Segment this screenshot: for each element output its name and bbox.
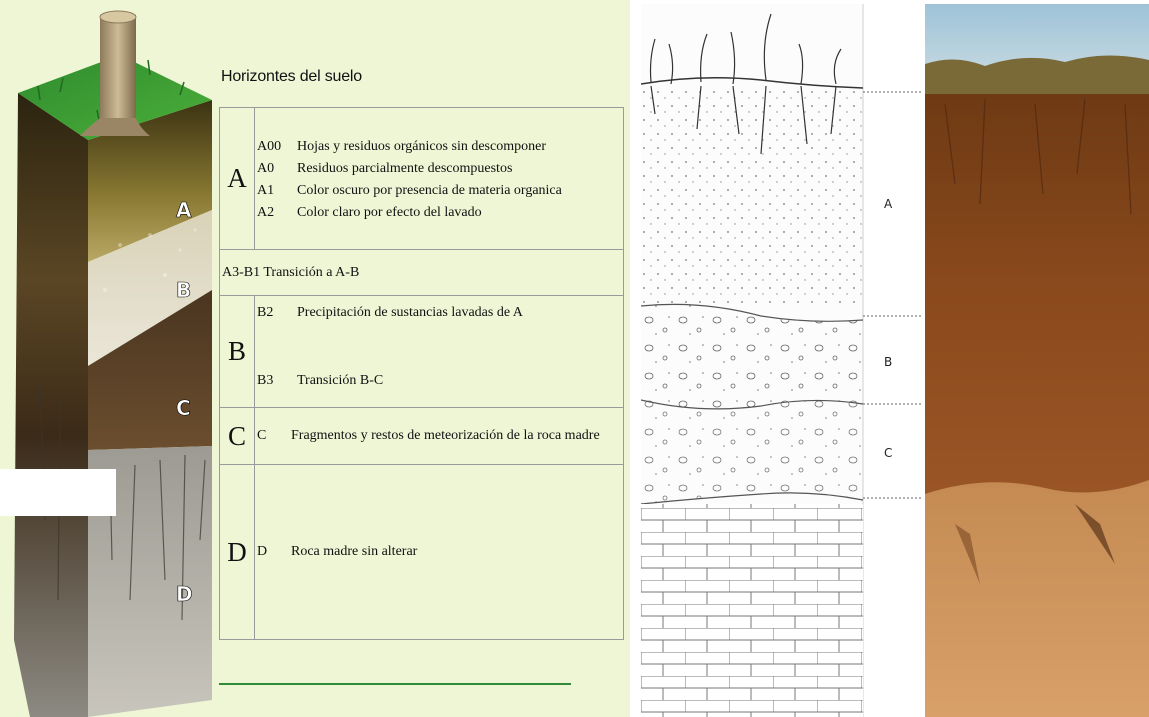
profile-label-c: C: [884, 446, 893, 460]
block-label-c: C: [176, 396, 191, 420]
soil-profile-drawing: [641, 4, 922, 717]
divider-line: [219, 683, 571, 685]
group-letter-c: C: [219, 407, 255, 465]
group-letter-d: D: [219, 464, 255, 640]
block-label-a: A: [176, 198, 192, 222]
soil-photo: [925, 4, 1149, 717]
block-label-d: D: [176, 582, 193, 606]
profile-label-b: B: [884, 355, 893, 369]
table-title: Horizontes del suelo: [221, 68, 362, 85]
transition-entry: A3-B1 Transición a A-B: [219, 249, 624, 296]
group-letter-a: A: [219, 107, 255, 250]
group-letter-b: B: [219, 295, 255, 408]
soil-photo-image: [925, 4, 1149, 717]
profile-label-a: A: [884, 197, 893, 211]
transition-row: A3-B1 Transición a A-B: [219, 249, 624, 296]
blank-overlay: [0, 469, 116, 516]
block-label-b: B: [176, 278, 191, 302]
profile-drawing-panel: A B C: [641, 4, 922, 717]
soil-block-illustration: A B C D: [14, 10, 212, 717]
